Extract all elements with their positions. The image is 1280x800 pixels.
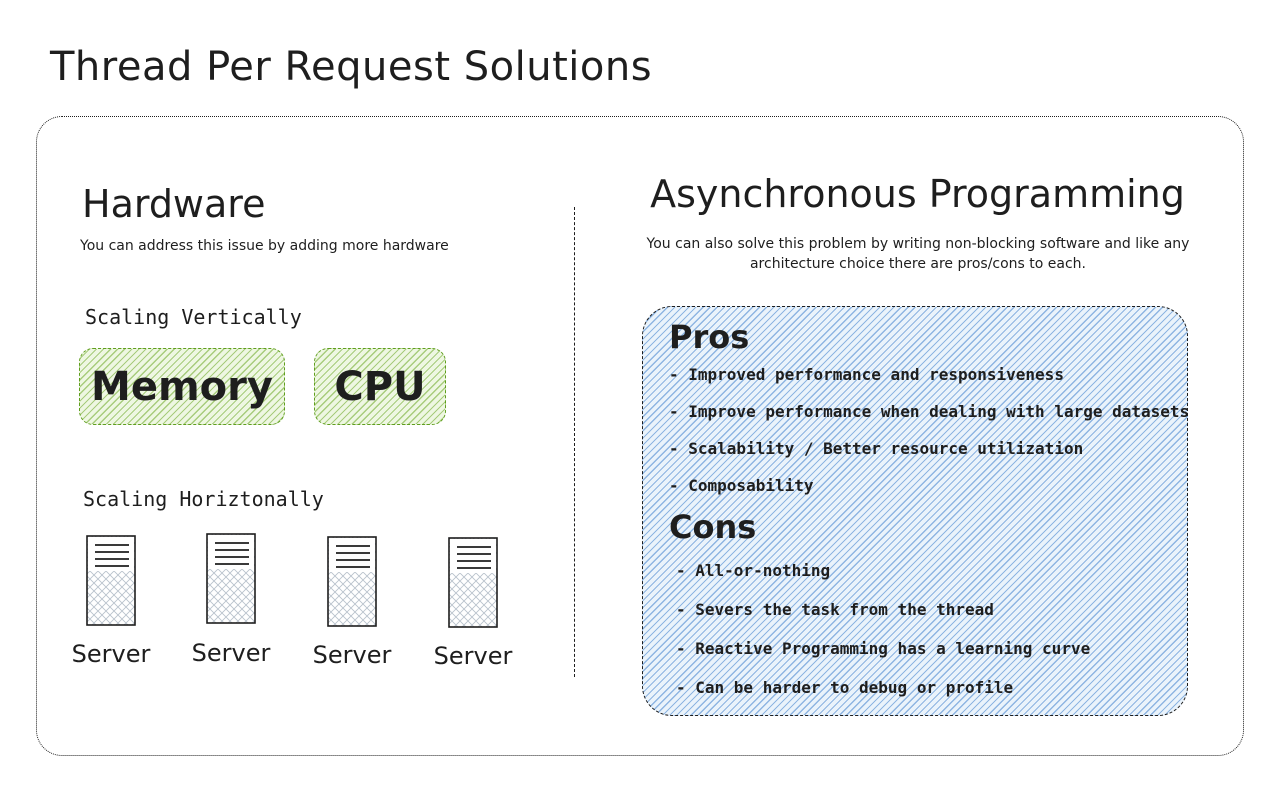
hardware-title: Hardware [82, 182, 266, 226]
diagram-title: Thread Per Request Solutions [50, 44, 653, 90]
server-icon [206, 533, 256, 629]
cons-heading: Cons [669, 508, 757, 546]
scaling-horizontally-label: Scaling Horiztonally [83, 487, 324, 511]
server-label: Server [71, 640, 151, 668]
scaling-vertically-label: Scaling Vertically [85, 305, 302, 329]
outer-frame [36, 116, 1244, 756]
async-title: Asynchronous Programming [650, 172, 1185, 216]
server-label: Server [191, 639, 271, 667]
pros-cons-box [642, 306, 1188, 716]
server-icon [86, 535, 136, 631]
cons-item: - Reactive Programming has a learning cu… [676, 639, 1091, 658]
memory-box: Memory [79, 348, 285, 425]
section-divider [574, 207, 575, 677]
pros-item: - Composability [669, 476, 814, 495]
server-label: Server [312, 641, 392, 669]
hardware-description: You can address this issue by adding mor… [80, 238, 449, 254]
server-icon [448, 537, 498, 633]
cpu-box: CPU [314, 348, 446, 425]
pros-item: - Improved performance and responsivenes… [669, 365, 1064, 384]
cons-item: - All-or-nothing [676, 561, 831, 580]
pros-item: - Scalability / Better resource utilizat… [669, 439, 1084, 458]
async-description: You can also solve this problem by writi… [646, 236, 1190, 272]
server-label: Server [433, 642, 513, 670]
pros-item: - Improve performance when dealing with … [669, 402, 1190, 421]
pros-heading: Pros [669, 318, 750, 356]
server-icon [327, 536, 377, 632]
cons-item: - Severs the task from the thread [676, 600, 994, 619]
cons-item: - Can be harder to debug or profile [676, 678, 1014, 697]
